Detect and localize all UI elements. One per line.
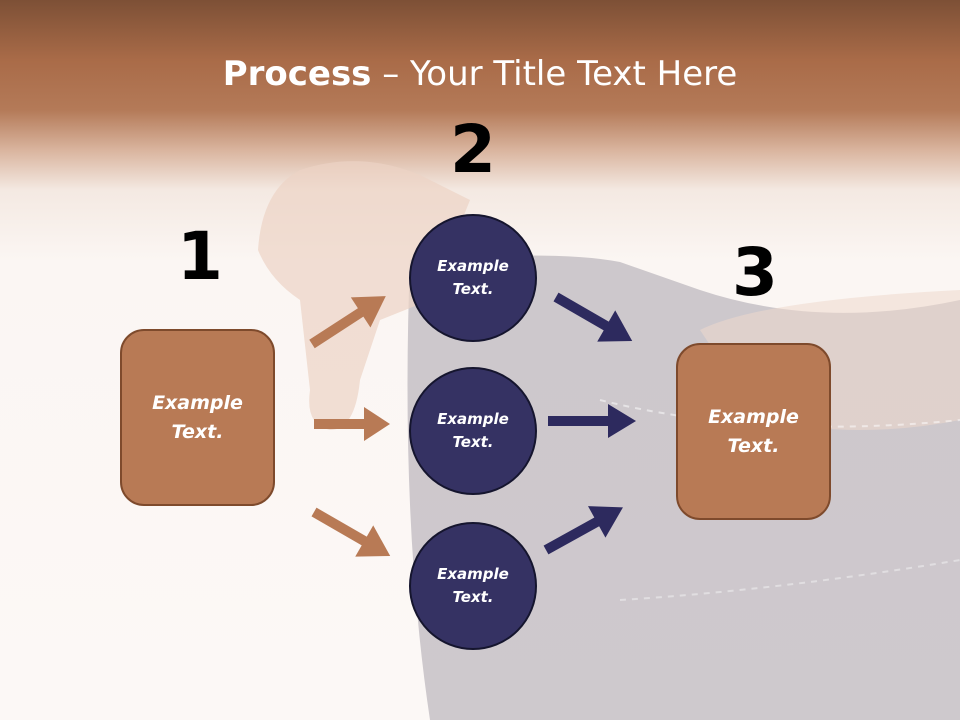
arrow-from-top-circle	[553, 292, 633, 342]
circle-bottom: Example Text.	[409, 522, 537, 650]
title-rest: – Your Title Text Here	[371, 54, 738, 94]
right-arrows	[543, 292, 636, 555]
step-1-text: Example Text.	[152, 391, 243, 443]
title-bold: Process	[222, 54, 372, 94]
step-number-1: 1	[177, 218, 223, 295]
circle-middle: Example Text.	[409, 367, 537, 495]
circle-middle-text: Example Text.	[437, 410, 509, 451]
arrow-from-bottom-circle	[543, 506, 623, 555]
left-arrows	[309, 296, 391, 557]
step-3-text: Example Text.	[708, 405, 799, 457]
step-number-2: 2	[450, 111, 496, 188]
step-3-box: Example Text.	[676, 343, 831, 520]
step-1-box: Example Text.	[120, 329, 275, 506]
step-number-3: 3	[732, 234, 778, 311]
arrow-to-bottom-circle	[311, 507, 391, 557]
slide-title: Process – Your Title Text Here	[0, 52, 960, 96]
circle-top-text: Example Text.	[437, 257, 509, 298]
circle-top: Example Text.	[409, 214, 537, 342]
arrow-to-middle-circle	[314, 407, 390, 441]
arrow-from-middle-circle	[548, 404, 636, 438]
arrow-to-top-circle	[309, 296, 386, 349]
circle-bottom-text: Example Text.	[437, 565, 509, 606]
